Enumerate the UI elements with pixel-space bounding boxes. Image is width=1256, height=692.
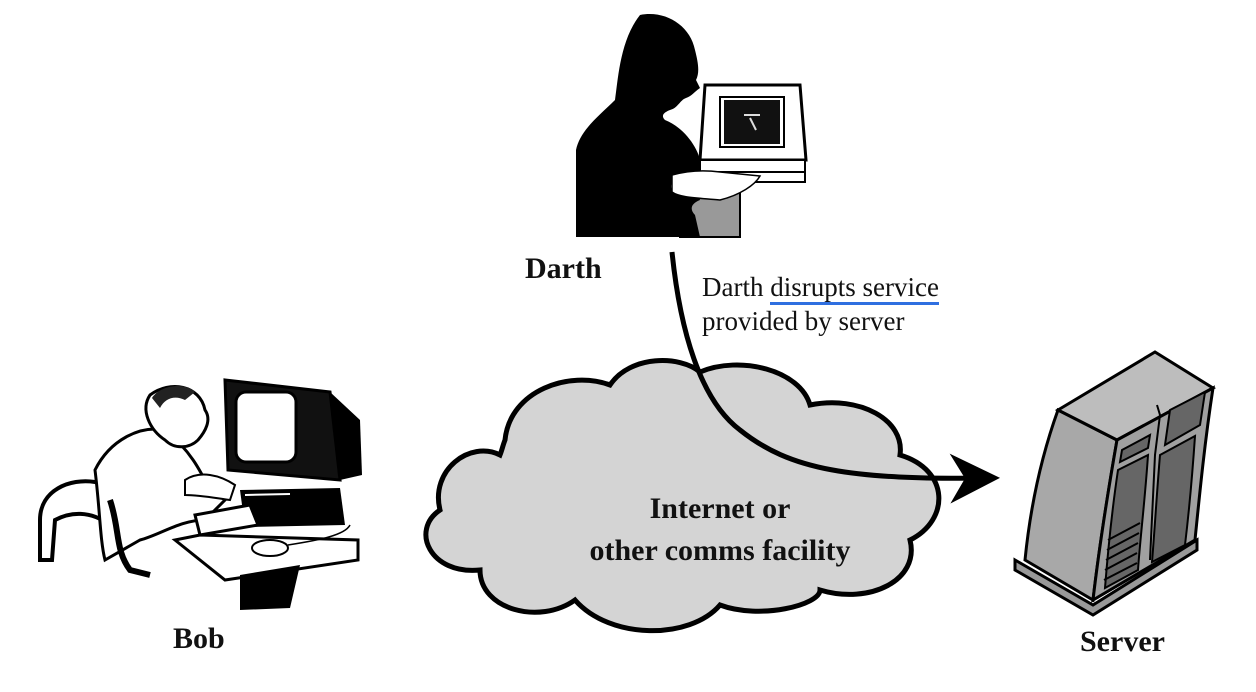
darth-label: Darth [525, 252, 602, 285]
network-label: Internet or other comms facility [500, 488, 940, 572]
disruption-arrow [669, 251, 1000, 504]
network-label-line-1: Internet or [649, 492, 791, 525]
bob-label: Bob [173, 622, 225, 655]
annotation-highlight: disrupts service [770, 272, 939, 305]
annotation-line-2: provided by server [702, 306, 905, 336]
attack-annotation: Darth disrupts service provided by serve… [702, 270, 939, 338]
darth-illustration [576, 14, 808, 238]
server-label: Server [1080, 625, 1165, 658]
bob-illustration [38, 378, 362, 610]
annotation-prefix: Darth [702, 272, 771, 302]
network-cloud [423, 358, 942, 634]
cloud-shape [423, 358, 942, 634]
server-illustration [1013, 350, 1216, 617]
annotation-line-1: Darth disrupts service [702, 270, 939, 305]
network-label-line-2: other comms facility [589, 534, 851, 567]
